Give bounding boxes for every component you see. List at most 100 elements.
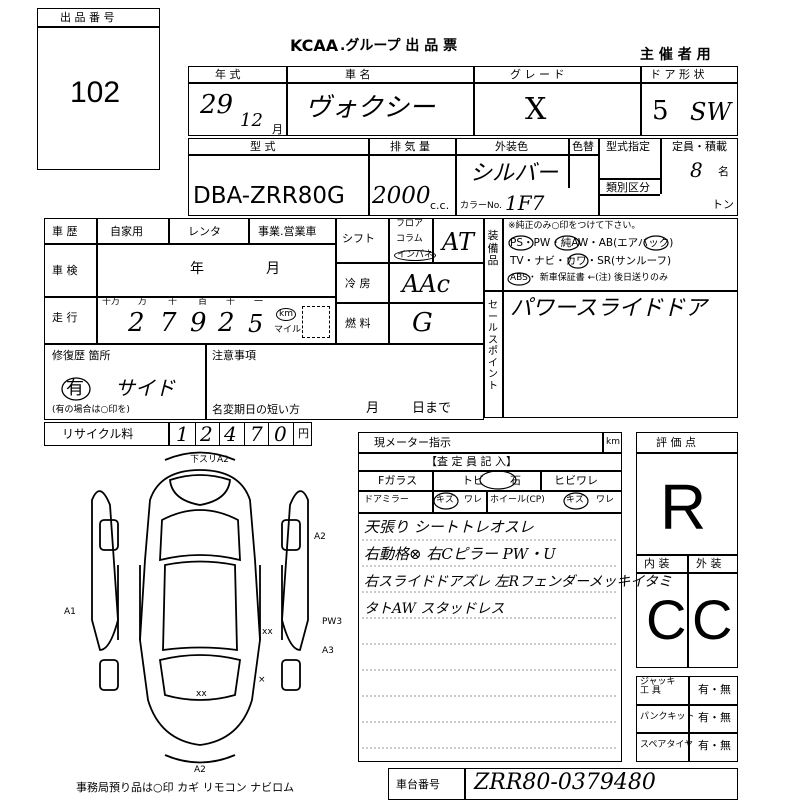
color-code-value: 1F7	[505, 191, 545, 215]
model-label: 型 式	[250, 140, 276, 153]
history-section	[44, 218, 336, 344]
digit-label-100: 百	[198, 297, 208, 307]
ab-circle	[643, 235, 669, 251]
wheel-break: ワレ	[596, 495, 615, 505]
score-value: R	[660, 471, 707, 543]
navi-circle	[567, 253, 589, 269]
capacity-label: 定員・積載	[672, 140, 727, 153]
fuel-label: 燃 料	[345, 317, 371, 330]
diagram-damage-x: xx	[196, 689, 207, 699]
category-label: 類別区分	[606, 181, 650, 194]
exterior-value: C	[692, 588, 733, 651]
front-right-wheel	[281, 519, 301, 551]
spare-yes-no: 有・無	[698, 739, 731, 752]
repair-location: サイド	[115, 376, 175, 400]
repair-value: 有	[66, 378, 84, 399]
recycle-label: リサイクル料	[62, 427, 134, 441]
car-windshield	[159, 509, 241, 562]
equipment-label: 装 備 品	[487, 229, 499, 268]
model-value: DBA-ZRR80G	[193, 183, 345, 209]
name-change-month: 月	[366, 401, 380, 416]
sales-point-text: パワースライドドア	[510, 296, 707, 321]
organizer-label: 主 催 者 用	[640, 47, 711, 63]
glass-label: Fガラス	[378, 474, 418, 487]
footer-items: 事務局預り品は○印 カギ リモコン ナビロム	[76, 781, 295, 794]
year-value: 29	[200, 90, 234, 120]
mileage-label: 走 行	[52, 311, 78, 324]
equipment-note: ※純正のみ○印をつけて下さい。	[508, 221, 641, 231]
diagram-mark-right-2: PW3	[322, 617, 343, 627]
mileage-digit: 2	[128, 308, 145, 338]
color-label: 外装色	[495, 140, 528, 153]
shift-floor: フロア	[396, 219, 424, 229]
sales-point-label: セールスポイント	[488, 300, 498, 392]
color-change-label: 色替	[572, 140, 594, 153]
digit-label-10k: 万	[138, 297, 148, 307]
rear-left-wheel	[99, 659, 119, 691]
recycle-unit: 円	[298, 427, 309, 440]
rear-right-wheel	[281, 659, 301, 691]
car-rear-window	[158, 654, 242, 701]
chassis-number: ZRR80-0379480	[474, 770, 656, 795]
car-front-bumper	[164, 451, 236, 461]
digit-label-100k: 十万	[102, 297, 121, 307]
brand-logo: KCAA	[290, 36, 339, 55]
name-change-label: 名変期日の短い方	[212, 403, 300, 416]
pump-label: パンクキット	[640, 712, 695, 722]
assessment-section	[358, 432, 622, 762]
cc-unit: c.c.	[430, 199, 450, 212]
inspection-label: 車 検	[52, 264, 78, 277]
lot-number: 102	[70, 76, 121, 109]
lot-number-label: 出 品 番 号	[60, 11, 115, 24]
mileage-check-box	[302, 306, 330, 338]
front-left-wheel	[99, 519, 119, 551]
digit-label-10: 十	[226, 297, 236, 307]
spare-label: スペアタイヤ	[640, 740, 694, 750]
left-slide-door	[117, 565, 141, 640]
recycle-section	[44, 422, 312, 446]
interior-value: C	[646, 588, 687, 651]
recycle-digit: 1	[176, 422, 189, 446]
year-label: 年 式	[215, 68, 241, 81]
rental-label: レンタ	[188, 225, 221, 238]
glass-chip: トビ	[462, 474, 484, 487]
assessment-comment: 天張り シートトレオスレ	[364, 518, 534, 536]
mileage-digit: 9	[190, 308, 207, 338]
name-change-day: 日まで	[412, 401, 452, 416]
shift-column: コラム	[396, 234, 423, 244]
month-unit: 月	[272, 123, 283, 136]
mirror-break: ワレ	[464, 495, 483, 505]
diagram-damage-x: ×	[258, 675, 266, 685]
recycle-digit: 2	[200, 422, 213, 446]
spec-section	[336, 218, 484, 344]
digit-label-1k: 千	[168, 297, 178, 307]
displacement-label: 排 気 量	[390, 140, 430, 153]
meter-unit: km	[606, 437, 620, 447]
mileage-digit: 7	[160, 308, 177, 338]
fuel-value: G	[412, 308, 433, 338]
vehicle-row-1	[188, 66, 738, 136]
capacity-value: 8	[690, 158, 703, 182]
meter-label: 現メーター指示	[374, 436, 451, 449]
equipment-line-1: PS・PW・純AW・AB(エアバック)	[510, 237, 674, 249]
mileage-digit: 2	[218, 308, 235, 338]
notes-label: 注意事項	[212, 349, 256, 362]
mirror-label: ドアミラー	[364, 495, 409, 505]
mileage-digit: 5	[248, 310, 264, 338]
abs-circle	[507, 272, 531, 286]
shift-label: シフト	[342, 232, 375, 245]
car-left-side	[91, 490, 119, 651]
pump-yes-no: 有・無	[698, 711, 731, 724]
assessment-header: 【査 定 員 記 入】	[426, 455, 517, 468]
diagram-mark-bottom: A2	[194, 765, 206, 775]
month-value: 12	[240, 110, 263, 131]
digit-label-1: 一	[254, 297, 264, 307]
tools-section	[636, 676, 738, 762]
equipment-line-2: TV・ナビ・カワ・SR(サンルーフ)	[510, 255, 672, 267]
interior-label: 内 装	[644, 557, 670, 570]
